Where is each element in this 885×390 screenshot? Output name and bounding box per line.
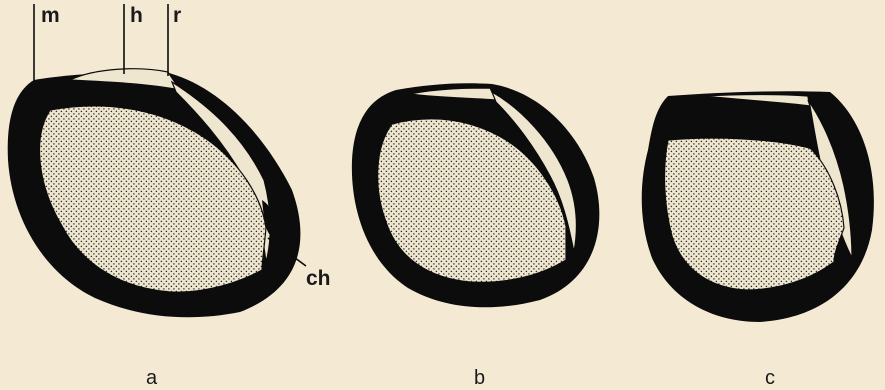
panel-label-c: c [765, 367, 775, 389]
panel-label-a: a [146, 367, 158, 389]
seed-section-c [642, 91, 874, 322]
panel-label-b: b [474, 367, 485, 389]
callout-h: h [130, 4, 143, 27]
seed-section-b [352, 83, 599, 307]
seed-section-a [8, 69, 301, 318]
callout-ch: ch [306, 267, 331, 290]
callout-r: r [173, 4, 181, 27]
callout-m: m [41, 4, 60, 27]
stippled-interior-c [665, 138, 844, 290]
